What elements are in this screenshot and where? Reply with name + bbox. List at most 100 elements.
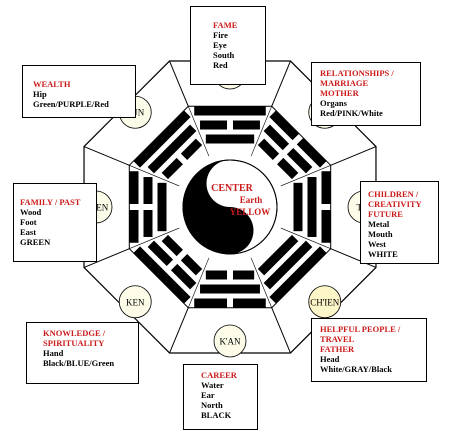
children-detail-line: WHITE: [368, 249, 398, 259]
sector-divider: [330, 248, 377, 268]
sector-divider: [169, 307, 189, 354]
fame-detail-line: Eye: [213, 40, 227, 50]
trigram-ken: [133, 234, 203, 304]
relationships-detail-line: Red/PINK/White: [320, 108, 383, 118]
fame-detail-line: Red: [213, 60, 228, 70]
career-detail-line: BLACK: [201, 410, 232, 420]
trigram-solid-line: [257, 234, 299, 276]
trigram-broken-line: [180, 254, 203, 276]
relationships-title-line: MOTHER: [320, 88, 359, 98]
trigram-broken-line: [129, 210, 139, 243]
fame-title-line: FAME: [213, 20, 238, 30]
trigram-solid-line: [263, 240, 313, 290]
trigram-broken-line: [129, 171, 139, 204]
trigram-sun: [133, 110, 203, 180]
helpful-title-line: FATHER: [320, 344, 355, 354]
children-title-line: FUTURE: [368, 209, 403, 219]
trigram-li: [194, 106, 266, 144]
trigram-solid-line: [147, 124, 197, 174]
sector-divider: [271, 60, 291, 107]
trigram-broken-line: [321, 171, 331, 204]
family-detail-line: East: [20, 227, 37, 237]
trigram-broken-line: [170, 263, 197, 290]
trigram-broken-line: [233, 298, 266, 308]
knowledge-detail-line: Black/BLUE/Green: [43, 358, 115, 368]
children-detail-line: Mouth: [368, 229, 393, 239]
sector-divider: [271, 307, 291, 354]
trigram-chen: [129, 171, 167, 243]
relationships-title-line: MARRIAGE: [320, 78, 369, 88]
trigram-broken-line: [257, 138, 280, 160]
inner-divider: [129, 227, 180, 249]
inner-divider: [280, 227, 331, 249]
helpful-detail-line: White/GRAY/Black: [320, 364, 392, 374]
trigram-circle-kan: [213, 324, 247, 358]
trigram-tui: [293, 171, 331, 243]
helpful-title-line: TRAVEL: [320, 334, 355, 344]
trigram-broken-line: [263, 124, 290, 151]
trigram-broken-line: [143, 210, 153, 237]
trigram-solid-line: [200, 284, 260, 294]
trigram-solid-line: [133, 246, 191, 304]
trigram-kun: [257, 110, 327, 180]
family-detail-line: Foot: [20, 217, 37, 227]
inner-divider: [250, 257, 272, 308]
trigram-solid-line: [293, 182, 303, 232]
career-detail-line: North: [201, 400, 223, 410]
inner-divider: [250, 106, 272, 157]
trigram-label-chien: CH'IEN: [310, 297, 340, 307]
fame-detail-line: Fire: [213, 30, 228, 40]
inner-divider: [129, 165, 180, 187]
knowledge-title-line: KNOWLEDGE /: [43, 328, 106, 338]
helpful-title-line: HELPFUL PEOPLE /: [320, 324, 401, 334]
helpful-detail-line: Head: [320, 354, 340, 364]
career-detail-line: Water: [201, 380, 224, 390]
trigram-solid-line: [133, 110, 191, 168]
family-title-line: FAMILY / PAST: [20, 197, 81, 207]
yin-yang-icon: [182, 159, 278, 255]
trigram-label-ken: KEN: [126, 297, 145, 307]
trigram-kan: [194, 270, 266, 308]
relationships-title-line: RELATIONSHIPS /: [320, 68, 394, 78]
children-detail-line: Metal: [368, 219, 390, 229]
center-element: Earth: [240, 195, 263, 205]
inner-divider: [188, 257, 210, 308]
trigram-circle-chien: [308, 285, 342, 319]
family-detail-line: GREEN: [20, 237, 51, 247]
trigram-bars: [129, 106, 331, 308]
trigram-broken-line: [277, 157, 299, 180]
trigram-solid-line: [269, 246, 327, 304]
knowledge-detail-line: Hand: [43, 348, 64, 358]
trigram-label-kan: K'AN: [219, 337, 241, 347]
center-title: CENTER: [211, 183, 253, 194]
inner-divider: [188, 106, 210, 157]
trigram-broken-line: [233, 120, 260, 130]
relationships-detail-line: Organs: [320, 98, 347, 108]
trigram-broken-line: [180, 138, 203, 160]
fame-detail-line: South: [213, 50, 235, 60]
career-detail-line: Ear: [201, 390, 215, 400]
family-detail-line: Wood: [20, 207, 42, 217]
center-color: YELLOW: [230, 207, 271, 217]
sector-divider: [83, 146, 130, 166]
wealth-detail-line: Green/PURPLE/Red: [33, 99, 109, 109]
trigram-solid-line: [307, 177, 317, 237]
trigram-broken-line: [205, 270, 227, 280]
children-title-line: CHILDREN /: [368, 189, 419, 199]
knowledge-title-line: SPIRITUALITY: [43, 338, 105, 348]
inner-divider: [280, 165, 331, 187]
children-detail-line: West: [368, 239, 386, 249]
wealth-detail-line: Hip: [33, 89, 47, 99]
trigram-broken-line: [321, 210, 331, 243]
trigram-circle-ken: [118, 285, 152, 319]
trigram-broken-line: [200, 120, 227, 130]
trigram-broken-line: [286, 147, 313, 174]
sector-divider: [330, 146, 377, 166]
